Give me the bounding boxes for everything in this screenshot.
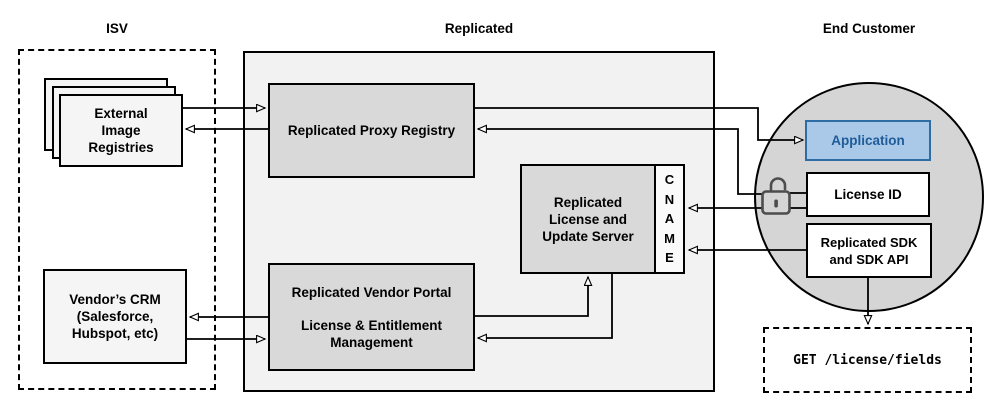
replicated-sdk-box: Replicated SDK and SDK API [806,223,932,278]
application-label: Application [831,133,905,148]
proxy-registry-label: Replicated Proxy Registry [287,123,456,138]
registries-label-line: Image [101,123,141,138]
cname-letter: N [664,191,675,207]
external-image-registries-box: External Image Registries [59,94,183,167]
vendors-crm-box: Vendor’s CRM (Salesforce, Hubspot, etc) [43,269,187,364]
replicated-proxy-registry-box: Replicated Proxy Registry [268,83,475,178]
crm-label-line: (Salesforce, [76,309,154,324]
update-server-label-line: License and [548,211,628,227]
vendor-portal-title: Replicated Vendor Portal [291,284,452,300]
replicated-vendor-portal-box: Replicated Vendor Portal License & Entit… [268,263,475,371]
vendor-portal-subtitle-line: License & Entitlement [300,317,443,333]
application-box: Application [805,120,931,161]
vendor-portal-subtitle-line: Management [330,334,413,350]
get-license-fields-label: GET /license/fields [793,352,942,368]
replicated-license-update-server-box: Replicated License and Update Server [520,164,656,274]
registries-label-line: External [94,106,148,121]
sdk-label-line: Replicated SDK [820,234,918,250]
crm-label-line: Hubspot, etc) [71,326,159,341]
get-license-fields-box: GET /license/fields [763,327,972,393]
update-server-label-line: Update Server [542,228,634,244]
cname-strip: C N A M E [654,164,685,274]
update-server-label-line: Replicated [553,194,623,210]
isv-dashed-container [18,49,216,390]
cname-letter: E [665,250,674,266]
crm-label-line: Vendor’s CRM [69,292,161,307]
sdk-label-line: and SDK API [829,251,909,267]
replicated-section-label: Replicated [444,21,514,36]
license-id-box: License ID [806,172,930,217]
isv-section-label: ISV [106,21,128,36]
license-id-label: License ID [834,187,902,202]
registries-label-line: Registries [88,140,154,155]
cname-letter: A [664,211,675,227]
cname-letter: M [664,230,675,246]
cname-letter: C [664,172,675,188]
end-customer-section-label: End Customer [822,21,916,36]
